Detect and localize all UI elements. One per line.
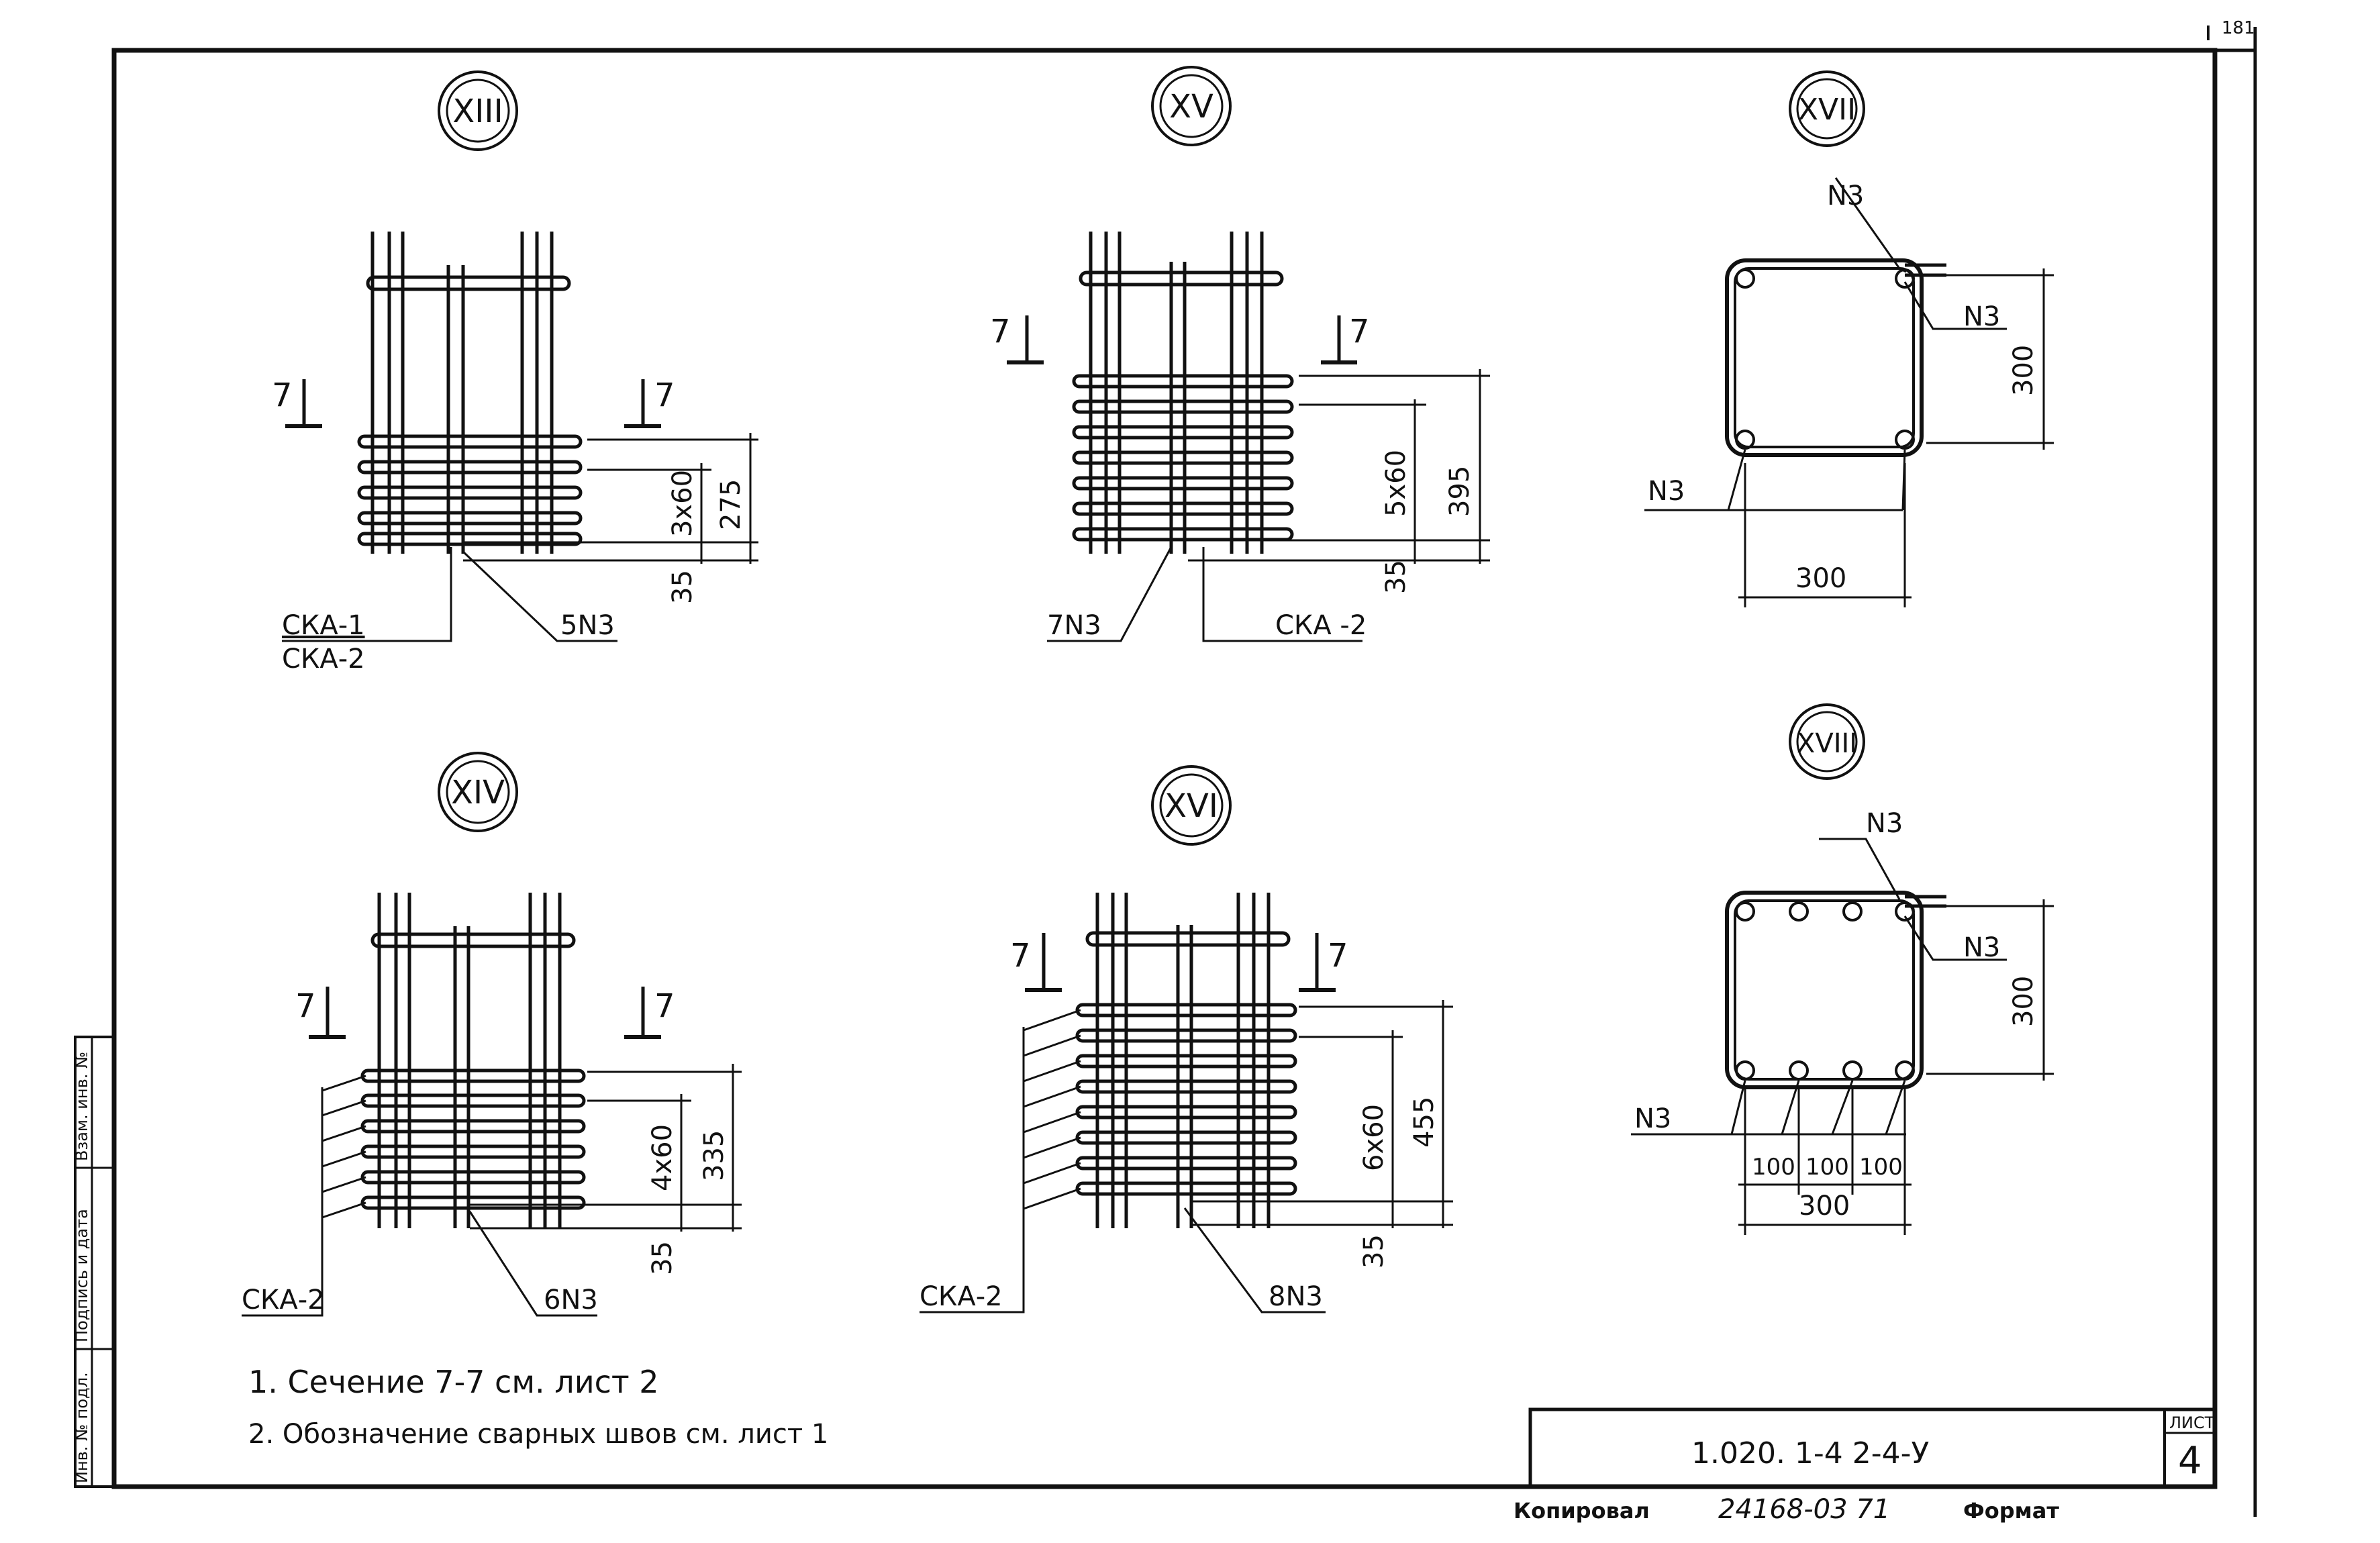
leader-label: 7N3 (1047, 610, 1101, 641)
bar-label-left: N3 (1648, 476, 1685, 507)
dim-bottom: 35 (1358, 1234, 1389, 1268)
dim-width: 300 (1799, 1191, 1850, 1222)
stamp-inv-original: Инв. № подл. (72, 1372, 91, 1483)
node-label: XIII (452, 93, 503, 130)
leader-label: СКА-2 (242, 1285, 325, 1315)
copied-label: Копировал (1514, 1498, 1650, 1524)
format-label: Формат (1963, 1498, 2059, 1524)
node-xiii: XIII 7 7 (272, 70, 758, 675)
dim-spacing: 100 (1752, 1154, 1795, 1181)
sheet-number: 4 (2178, 1439, 2202, 1483)
column-cage (1075, 893, 1297, 1228)
node-label: XIV (451, 774, 505, 811)
dim-spacing: 100 (1805, 1154, 1849, 1181)
title-block: 1.020. 1-4 2-4-У ЛИСТ 4 (1528, 1407, 2217, 1489)
leader-label: СКА-1 (282, 610, 365, 641)
dimension-lines (1188, 369, 1490, 564)
bar-label-right: N3 (1963, 932, 2000, 963)
leader-label: СКА -2 (1275, 610, 1367, 641)
dim-bottom: 35 (1381, 560, 1411, 594)
node-xvi: XVI 7 7 (920, 765, 1453, 1313)
node-xviii: XVIII N3 N3 N3 (1631, 703, 2054, 1235)
leader-label: 5N3 (560, 610, 615, 641)
dim-pitch: 4х60 (647, 1124, 678, 1191)
svg-text:7: 7 (1349, 313, 1370, 350)
section-mark-left: 7 (295, 987, 346, 1039)
dim-total: 395 (1444, 466, 1475, 517)
svg-text:7: 7 (654, 377, 675, 414)
bar-label-top: N3 (1866, 808, 1903, 839)
section-mark-right: 7 (624, 987, 675, 1039)
svg-text:7: 7 (1328, 937, 1348, 975)
column-cage (360, 893, 586, 1228)
footer: Копировал 24168-03 71 Формат (1514, 1494, 2059, 1525)
stamp-replaced-inv: Взам. инв. № (72, 1052, 91, 1161)
mesh-leaders (242, 1075, 366, 1317)
note-1: 1. Сечение 7-7 см. лист 2 (248, 1364, 659, 1400)
node-label: XVI (1164, 787, 1218, 825)
dim-pitch: 6х60 (1358, 1104, 1389, 1171)
section-mark-right: 7 (1299, 933, 1348, 992)
sheet-label: ЛИСТ (2169, 1413, 2215, 1432)
general-notes: 1. Сечение 7-7 см. лист 2 2. Обозначение… (248, 1364, 828, 1450)
dim-total: 455 (1409, 1097, 1440, 1148)
leader-label: СКА-2 (282, 644, 365, 675)
svg-text:7: 7 (1010, 937, 1031, 975)
node-xvii: XVII N3 N3 N3 300 300 (1644, 70, 2054, 607)
node-xiv: XIV 7 7 (242, 752, 742, 1317)
dimension-lines (470, 1064, 742, 1232)
node-label: XVIII (1797, 728, 1857, 759)
section-mark-left: 7 (990, 313, 1044, 364)
node-label: XV (1169, 88, 1213, 126)
note-2: 2. Обозначение сварных швов см. лист 1 (248, 1419, 828, 1450)
sheet-frame: 181 (111, 18, 2257, 1517)
node-xv: XV 7 7 (990, 66, 1490, 642)
drawing-code: 1.020. 1-4 2-4-У (1691, 1436, 1930, 1471)
dim-spacing: 100 (1859, 1154, 1903, 1181)
leader-label: 8N3 (1269, 1281, 1323, 1312)
dimension-lines (1738, 268, 2054, 607)
node-label: XVII (1798, 93, 1856, 127)
stirrup-section (1725, 258, 1946, 457)
dim-bottom: 35 (667, 570, 698, 604)
side-stamp: Взам. инв. № Подпись и дата Инв. № подл. (72, 1036, 115, 1488)
dim-pitch: 5х60 (1381, 450, 1411, 517)
order-number: 24168-03 71 (1718, 1494, 1890, 1525)
dim-width: 300 (1795, 563, 1846, 594)
section-mark-right: 7 (624, 377, 675, 428)
leader-label: СКА-2 (920, 1281, 1003, 1312)
dimension-lines (1191, 1000, 1453, 1228)
dim-pitch: 3х60 (667, 470, 698, 537)
dimension-lines (1738, 899, 2054, 1235)
bar-label-top: N3 (1827, 181, 1864, 211)
svg-text:7: 7 (654, 987, 675, 1025)
svg-text:7: 7 (295, 987, 316, 1025)
stamp-signature-date: Подпись и дата (72, 1209, 91, 1342)
column-cage (1072, 232, 1294, 554)
dim-total: 275 (715, 479, 746, 530)
svg-text:7: 7 (990, 313, 1011, 350)
bar-label-left: N3 (1634, 1103, 1671, 1134)
dim-height: 300 (2008, 345, 2039, 396)
stirrup-section (1725, 891, 1946, 1089)
section-mark-right: 7 (1321, 313, 1370, 364)
corner-number: 181 (2222, 18, 2255, 38)
dimension-lines (463, 433, 758, 564)
bar-label-right: N3 (1963, 301, 2000, 332)
dim-bottom: 35 (647, 1241, 678, 1275)
section-mark-left: 7 (1010, 933, 1062, 992)
mesh-leaders (920, 1009, 1081, 1313)
section-mark-left: 7 (272, 377, 322, 428)
dim-total: 335 (699, 1130, 730, 1181)
column-cage (357, 232, 583, 554)
dim-height: 300 (2008, 976, 2039, 1027)
leader-label: 6N3 (544, 1285, 598, 1315)
svg-text:7: 7 (272, 377, 293, 414)
